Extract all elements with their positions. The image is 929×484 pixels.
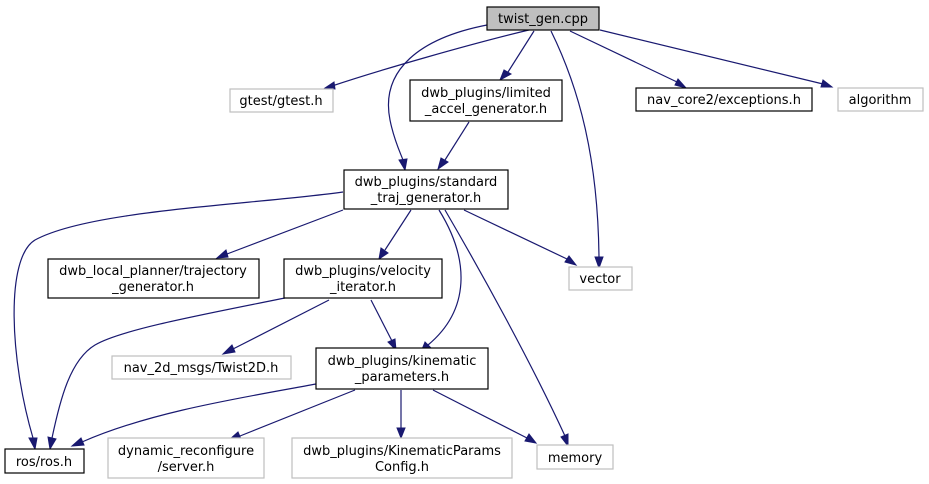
node-vector: vector	[568, 266, 633, 291]
node-label: gtest/gtest.h	[239, 94, 322, 109]
edge-twist_gen-algorithm	[599, 29, 834, 88]
edge-twist_gen-standard_traj	[388, 24, 488, 172]
edges-layer	[13, 24, 834, 451]
node-label: dwb_plugins/kinematic	[328, 354, 477, 369]
node-label: memory	[548, 451, 603, 466]
edge-twist_gen-limited_accel	[499, 30, 535, 82]
node-limited-accel-generator-h[interactable]: dwb_plugins/limited _accel_generator.h	[409, 79, 563, 122]
edge-kinematic-memory	[432, 389, 538, 444]
node-label: /server.h	[158, 460, 215, 475]
node-label: vector	[579, 272, 621, 287]
node-label: _accel_generator.h	[424, 102, 547, 117]
node-label: ros/ros.h	[16, 455, 72, 470]
node-twist-gen-cpp[interactable]: twist_gen.cpp	[486, 6, 600, 31]
node-label: dwb_plugins/velocity	[295, 264, 431, 279]
nodes-layer: twist_gen.cpp gtest/gtest.h dwb_plugins/…	[4, 6, 924, 479]
node-dynamic-reconfigure-server-h: dynamic_reconfigure /server.h	[107, 437, 265, 479]
edge-standard_traj-memory	[444, 209, 569, 448]
node-kinematic-parameters-h[interactable]: dwb_plugins/kinematic _parameters.h	[315, 347, 489, 390]
node-memory: memory	[536, 444, 614, 470]
node-kinematic-params-config-h: dwb_plugins/KinematicParams Config.h	[291, 437, 513, 479]
edge-standard_traj-velocity_iter	[378, 209, 412, 261]
edge-standard_traj-vector	[463, 209, 578, 266]
node-label: dwb_plugins/KinematicParams	[303, 444, 501, 459]
node-label: dwb_plugins/limited	[421, 86, 551, 101]
node-ros-h[interactable]: ros/ros.h	[4, 448, 85, 474]
edge-limited_accel-standard_traj	[437, 121, 470, 171]
edge-velocity_iter-twist2d	[221, 299, 330, 355]
node-label: dwb_plugins/standard	[355, 175, 498, 190]
node-label: nav_core2/exceptions.h	[647, 93, 801, 108]
node-label: dwb_local_planner/trajectory	[59, 264, 247, 279]
node-label: nav_2d_msgs/Twist2D.h	[124, 361, 279, 376]
node-nav-core2-exceptions-h[interactable]: nav_core2/exceptions.h	[635, 87, 813, 112]
node-label: Config.h	[375, 460, 429, 475]
node-label: twist_gen.cpp	[498, 12, 588, 27]
node-label: algorithm	[849, 93, 912, 108]
edge-standard_traj-ros	[13, 191, 344, 451]
node-label: _traj_generator.h	[370, 191, 481, 206]
edge-twist_gen-vector	[550, 30, 604, 270]
edge-twist_gen-gtest	[323, 28, 534, 90]
node-standard-traj-generator-h[interactable]: dwb_plugins/standard _traj_generator.h	[343, 169, 509, 210]
node-twist2d-h: nav_2d_msgs/Twist2D.h	[111, 355, 292, 380]
node-velocity-iterator-h[interactable]: dwb_plugins/velocity _iterator.h	[283, 258, 443, 299]
node-trajectory-generator-h[interactable]: dwb_local_planner/trajectory _generator.…	[47, 258, 260, 299]
edge-kinematic-kin_config	[396, 390, 406, 440]
edge-velocity_iter-kinematic	[370, 299, 397, 352]
node-label: _iterator.h	[329, 280, 396, 295]
edge-kinematic-ros	[70, 383, 317, 447]
node-label: _generator.h	[111, 280, 194, 295]
edge-velocity_iter-ros	[47, 297, 286, 451]
node-algorithm: algorithm	[837, 87, 924, 112]
edge-twist_gen-exceptions	[569, 30, 688, 89]
node-label: dynamic_reconfigure	[118, 444, 254, 459]
edge-standard_traj-traj_gen	[215, 209, 344, 259]
node-gtest-h: gtest/gtest.h	[229, 88, 334, 113]
node-label: _parameters.h	[354, 370, 449, 385]
edge-kinematic-dyn_reconf	[227, 389, 356, 441]
